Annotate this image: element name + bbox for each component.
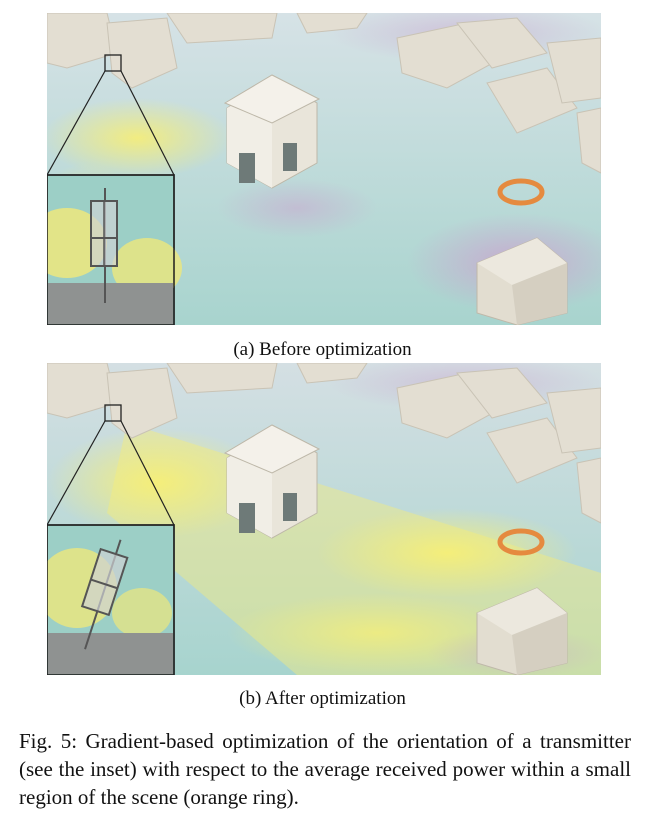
background-buildings bbox=[47, 13, 601, 174]
background-buildings bbox=[47, 363, 601, 524]
foreground-building bbox=[476, 237, 568, 325]
inset-connector-right bbox=[120, 70, 175, 176]
target-region-ring bbox=[497, 178, 545, 206]
foreground-building bbox=[476, 587, 568, 675]
subcaption-a: (a) Before optimization bbox=[233, 339, 412, 360]
inset-source-box bbox=[104, 404, 122, 422]
transmitter-inset bbox=[47, 174, 182, 325]
figure-caption: Fig. 5: Gradient-based optimization of t… bbox=[19, 727, 631, 811]
inset-connector-right bbox=[120, 420, 175, 526]
transmitter-inset bbox=[47, 524, 175, 675]
arch-building bbox=[223, 424, 321, 539]
subcaption-b: (b) After optimization bbox=[239, 688, 406, 709]
render-after-optimization bbox=[47, 363, 601, 675]
high-power-zone bbox=[47, 428, 267, 538]
high-power-zone bbox=[47, 98, 232, 178]
inset-connector-left bbox=[47, 70, 106, 176]
inset-source-box bbox=[104, 54, 122, 72]
high-power-zone bbox=[317, 508, 577, 598]
figure-label: Fig. 5: bbox=[19, 729, 78, 753]
figure-caption-text: Gradient-based optimization of the orien… bbox=[19, 729, 631, 809]
render-before-optimization bbox=[47, 13, 601, 325]
transmitter-icon bbox=[90, 188, 118, 303]
low-power-zone bbox=[217, 178, 377, 238]
transmitter-icon bbox=[80, 539, 129, 650]
target-region-ring bbox=[497, 528, 545, 556]
inset-connector-left bbox=[47, 420, 106, 526]
arch-building bbox=[223, 74, 321, 189]
